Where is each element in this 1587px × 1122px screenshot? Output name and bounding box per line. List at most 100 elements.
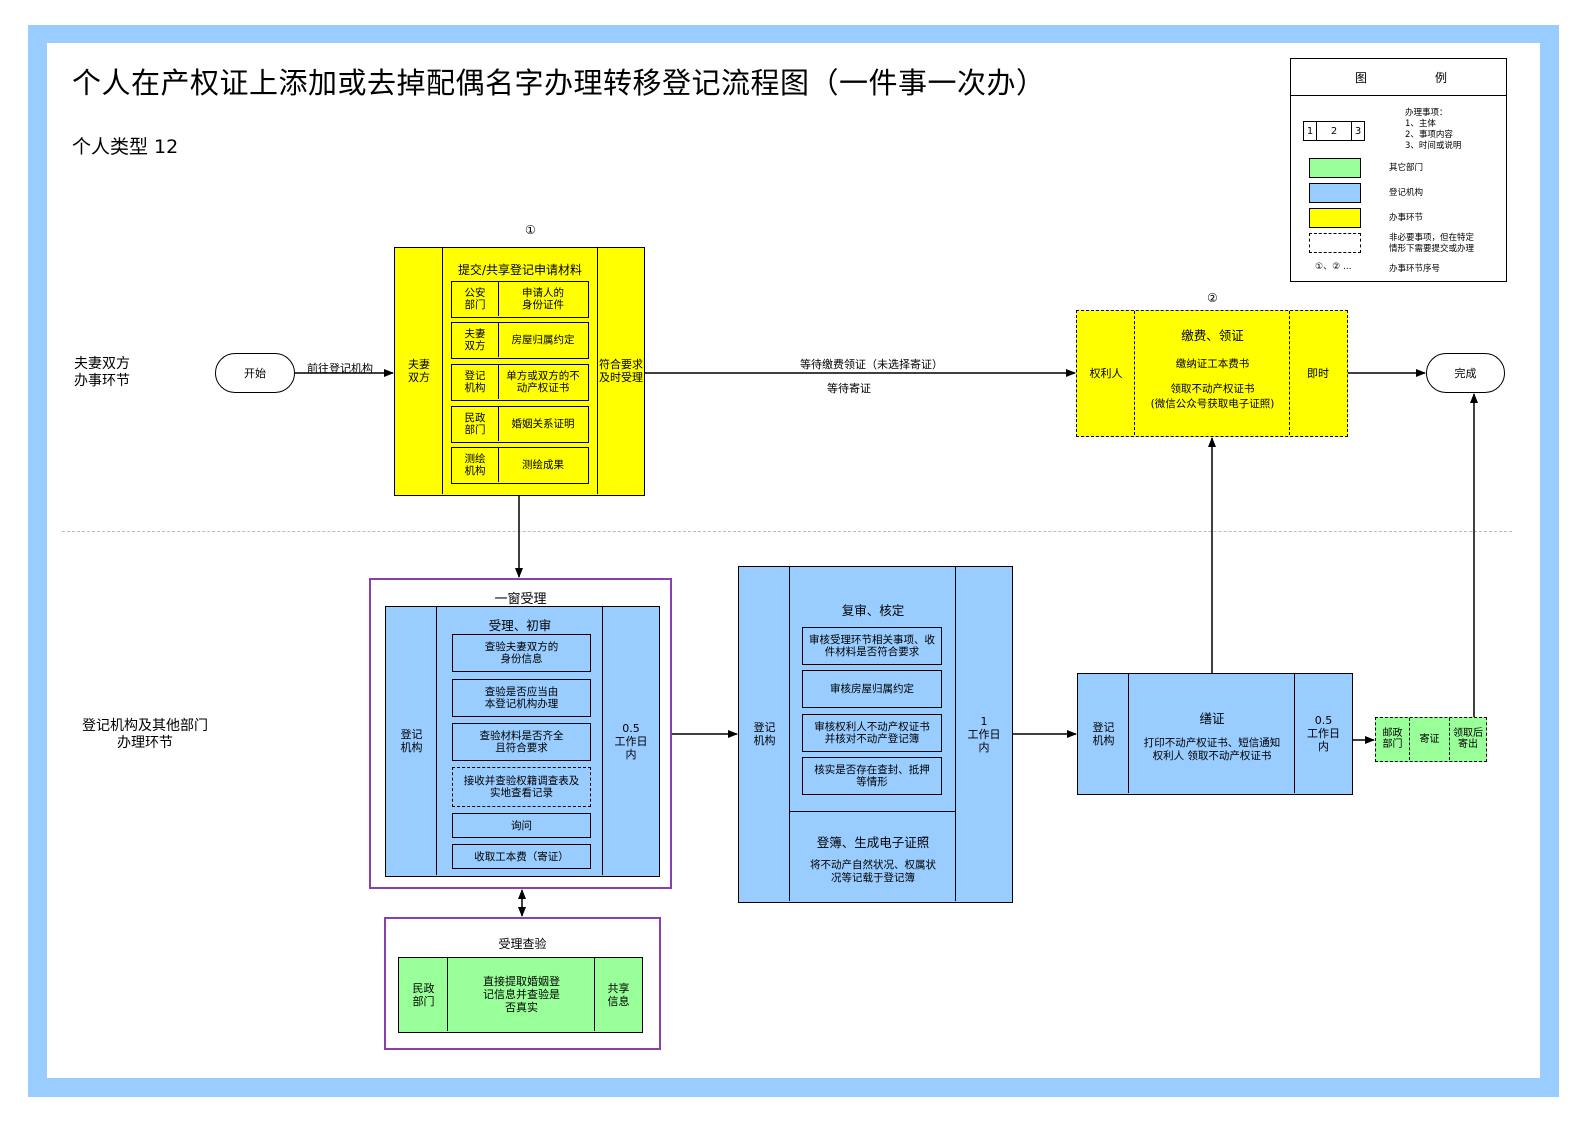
review-register-text-l2: 况等记载于登记簿 (831, 872, 915, 884)
window-item[interactable]: 询问 (452, 813, 591, 838)
legend-box-part-2: 2 (1330, 125, 1338, 137)
legend-header: 图 例 (1291, 59, 1506, 96)
lane-label-agency-line1: 登记机构及其他部门 (82, 718, 208, 734)
step1-item-content-line: 单方或双方的不 (506, 370, 580, 382)
review-item[interactable]: 审核权利人不动产权证书并核对不动产登记簿 (802, 714, 942, 752)
window-item[interactable]: 查验材料是否齐全且符合要求 (452, 723, 591, 761)
step1-note: 符合要求及时受理 (598, 248, 644, 494)
step1-item-dept-line: 公安 (464, 287, 486, 299)
legend-dashed-label-1: 情形下需要提交或办理 (1389, 244, 1475, 254)
issue-divider-right (1294, 674, 1295, 793)
review-subject: 登记机构 (739, 567, 790, 901)
review-divider-right (955, 567, 956, 901)
window-acceptance-group: 一窗受理 (369, 578, 672, 889)
check-note-l2: 信息 (607, 994, 630, 1008)
step1-box[interactable]: 夫妻双方 提交/共享登记申请材料 符合要求及时受理 公安部门申请人的身份证件夫妻… (394, 247, 645, 496)
step1-item[interactable]: 公安部门申请人的身份证件 (451, 281, 589, 318)
check-subject: 民政部门 (399, 958, 448, 1031)
step2-box[interactable]: 权利人 缴费、领证 缴纳证工本费书 领取不动产权证书 (微信公众号获取电子证照)… (1076, 310, 1348, 437)
step1-item-content-line: 申请人的 (522, 287, 564, 299)
check-box[interactable]: 民政部门 直接提取婚姻登记信息并查验是否真实 共享信息 (398, 957, 643, 1033)
window-time-l1: 0.5 (622, 721, 640, 735)
step1-item-dept: 公安部门 (452, 282, 499, 316)
step2-heading: 缴费、领证 (1181, 328, 1244, 343)
review-item[interactable]: 核实是否存在查封、抵押等情形 (802, 757, 942, 795)
review-box[interactable]: 登记机构 复审、核定 登簿、生成电子证照 将不动产自然状况、权属状 况等记载于登… (738, 566, 1013, 903)
review-item-line: 件材料是否符合要求 (824, 646, 920, 658)
check-divider-left (447, 958, 448, 1031)
mail-note-l1: 领取后 (1453, 728, 1483, 739)
mail-box[interactable]: 邮政部门 寄证 领取后寄出 (1375, 717, 1487, 762)
legend-box-sample: 1 2 3 (1303, 121, 1365, 141)
step1-item-content: 单方或双方的不动产权证书 (499, 365, 587, 399)
review-register-text-l1: 将不动产自然状况、权属状 (810, 859, 936, 871)
step2-content: 缴费、领证 缴纳证工本费书 领取不动产权证书 (微信公众号获取电子证照) (1135, 325, 1290, 411)
window-item[interactable]: 接收并查验权籍调查表及实地查看记录 (452, 767, 591, 807)
step1-item[interactable]: 登记机构单方或双方的不动产权证书 (451, 364, 589, 401)
end-node[interactable]: 完成 (1426, 353, 1505, 393)
window-time-l2: 工作日 (614, 734, 648, 748)
mail-subject-l2: 部门 (1382, 739, 1403, 750)
lane-label-couple: 夫妻双方 办事环节 (74, 356, 130, 390)
window-time-l3: 内 (625, 747, 637, 761)
lane-label-couple-line2: 办事环节 (74, 373, 130, 389)
step1-item-content: 申请人的身份证件 (499, 282, 587, 316)
review-item-line: 并核对不动产登记簿 (824, 733, 920, 745)
start-node[interactable]: 开始 (215, 353, 295, 393)
mail-note: 领取后寄出 (1450, 718, 1486, 760)
legend-box-desc-1: 1、主体 (1405, 119, 1436, 129)
step2-seq: ② (1207, 291, 1218, 305)
mail-content: 寄证 (1419, 733, 1440, 745)
window-item[interactable]: 查验是否应当由本登记机构办理 (452, 679, 591, 717)
legend-swatch-dashed (1309, 233, 1361, 253)
review-item-line: 等情形 (856, 776, 888, 788)
review-item[interactable]: 审核房屋归属约定 (802, 670, 942, 708)
check-title: 受理查验 (498, 937, 547, 951)
step1-item-content-line: 房屋归属约定 (511, 334, 575, 346)
review-item[interactable]: 审核受理环节相关事项、收件材料是否符合要求 (802, 627, 942, 665)
step1-item-dept: 夫妻双方 (452, 323, 499, 357)
legend-box-desc-2: 2、事项内容 (1405, 130, 1453, 140)
legend-swatch-blue (1309, 183, 1361, 203)
review-register-heading: 登簿、生成电子证照 (816, 835, 930, 850)
step1-subject-l1: 夫妻 (408, 358, 430, 371)
step1-item-content: 测绘成果 (499, 448, 587, 482)
window-item[interactable]: 查验夫妻双方的身份信息 (452, 634, 591, 672)
window-subject: 登记机构 (386, 607, 437, 875)
step1-item-content-line: 动产权证书 (516, 382, 570, 394)
legend-swatch-green (1309, 158, 1361, 178)
step1-item[interactable]: 夫妻双方房屋归属约定 (451, 322, 589, 359)
step1-item-dept-line: 双方 (464, 340, 486, 352)
mail-subject-l1: 邮政 (1382, 728, 1403, 739)
check-group: 受理查验 (384, 917, 661, 1050)
review-subject-l1: 登记 (753, 721, 776, 734)
window-item-line: 查验材料是否齐全 (479, 730, 564, 742)
window-item[interactable]: 收取工本费（寄证） (452, 844, 591, 869)
start-edge-label: 前往登记机构 (307, 362, 373, 375)
window-heading: 受理、初审 (488, 618, 552, 633)
step1-subject-l2: 双方 (408, 371, 430, 384)
issue-heading: 缮证 (1199, 711, 1225, 726)
review-heading: 复审、核定 (841, 603, 905, 618)
check-note-l1: 共享 (607, 981, 630, 995)
legend-seq-label: 办事环节序号 (1389, 264, 1441, 274)
window-item-line: 实地查看记录 (490, 787, 553, 799)
legend-blue-label: 登记机构 (1389, 188, 1424, 198)
step1-item[interactable]: 测绘机构测绘成果 (451, 447, 589, 484)
step1-item[interactable]: 民政部门婚姻关系证明 (451, 406, 589, 443)
legend-box-part-3: 3 (1351, 122, 1364, 140)
legend-box-desc-0: 办理事项： (1405, 108, 1448, 118)
review-item-line: 审核受理环节相关事项、收 (809, 634, 935, 646)
step2-time: 即时 (1307, 366, 1329, 380)
step1-item-dept-line: 机构 (464, 382, 486, 394)
step1-item-dept-line: 部门 (464, 424, 486, 436)
review-subject-l2: 机构 (753, 734, 776, 747)
review-time-l2: 工作日 (967, 727, 1001, 741)
step1-item-dept: 登记机构 (452, 365, 499, 399)
check-subject-l1: 民政 (412, 981, 435, 995)
check-content-l1: 直接提取婚姻登 (483, 975, 560, 988)
window-title: 一窗受理 (494, 592, 547, 607)
